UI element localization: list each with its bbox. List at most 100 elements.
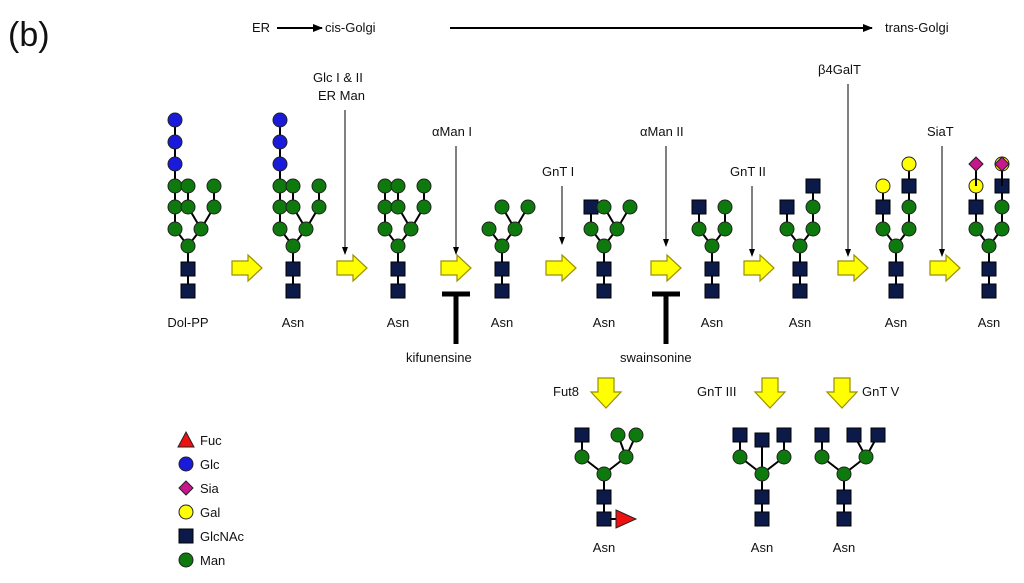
man-residue [167,199,183,215]
inhibitor-swainsonine: swainsonine [620,350,692,365]
glcnac-residue [875,199,891,215]
glcnac-residue [814,427,830,443]
man-residue [596,199,612,215]
glcnac-residue [754,489,770,505]
branch-structure-label-gnt5: Asn [833,540,855,555]
man-residue [390,178,406,194]
arrow-gnt3 [753,377,787,409]
legend-item-glc: Glc [178,456,220,472]
structure-label-1: Dol-PP [167,315,208,330]
glc-residue [167,156,183,172]
glcnac-residue [390,283,406,299]
glcnac-residue [805,178,821,194]
glcnac-residue [285,283,301,299]
man-residue [792,238,808,254]
enzyme-glc-line1: Glc I & II [313,70,363,85]
sia-residue [968,156,984,172]
man-residue [285,199,301,215]
branch-gnt3: GnT III [697,384,737,399]
glcnac-residue [836,511,852,527]
enzyme-glc-line2: ER Man [318,88,365,103]
structure-label-2: Asn [282,315,304,330]
man-residue [390,238,406,254]
gal-residue [901,156,917,172]
man-residue [167,178,183,194]
structure-label-5: Asn [593,315,615,330]
man-residue [610,427,626,443]
man-residue [875,221,891,237]
glcnac-residue [901,178,917,194]
man-residue [609,221,625,237]
man-residue [574,449,590,465]
legend-glcnac-icon [178,528,194,544]
glycan-gal2 [875,156,917,299]
enzyme-siat: SiaT [927,124,954,139]
man-residue [717,221,733,237]
legend-gal-icon [178,504,194,520]
man-residue [717,199,733,215]
glcnac-residue [596,283,612,299]
arrow-4 [545,253,577,283]
arrow-1 [231,253,263,283]
legend-label: Man [200,553,225,568]
swainsonine-inhibition-bar [652,291,680,344]
glcnac-residue [888,283,904,299]
man-residue [994,221,1010,237]
enzyme-gnt2: GnT II [730,164,766,179]
man-residue [981,238,997,254]
trans-golgi-label: trans-Golgi [885,20,949,35]
man-residue [494,199,510,215]
glcnac-residue [574,427,590,443]
glycan-gnt3-product [732,427,792,527]
man-residue [507,221,523,237]
enzyme-gnt1: GnT I [542,164,574,179]
man-residue [968,221,984,237]
man-residue [390,199,406,215]
structure-label-3: Asn [387,315,409,330]
branch-fut8: Fut8 [553,384,579,399]
man-residue [901,199,917,215]
branch-structure-label-gnt3: Asn [751,540,773,555]
man-residue [520,199,536,215]
enzyme-aman2: αMan II [640,124,684,139]
glycan-man9 [377,178,432,299]
glycan-gn2-man3 [779,178,821,299]
glcnac-residue [390,261,406,277]
glc-residue [272,156,288,172]
man-residue [377,178,393,194]
kifunensine-inhibition-bar [442,291,470,344]
glcnac-residue [754,432,770,448]
legend-item-man: Man [178,552,225,568]
structure-label-4: Asn [491,315,513,330]
man-residue [901,221,917,237]
gal-residue [875,178,891,194]
man-residue [754,466,770,482]
glcnac-residue [981,261,997,277]
glycan-glc3man9 [272,112,327,299]
branch-gnt5: GnT V [862,384,900,399]
legend-label: GlcNAc [200,529,245,544]
man-residue [779,221,795,237]
man-residue [994,199,1010,215]
man-residue [618,449,634,465]
legend-fuc-icon [177,430,195,448]
inhibitor-kifunensine: kifunensine [406,350,472,365]
legend-man-icon [178,552,194,568]
glc-residue [167,134,183,150]
glcnac-residue [754,511,770,527]
man-residue [180,199,196,215]
glcnac-residue [596,261,612,277]
man-residue [805,221,821,237]
glcnac-residue [776,427,792,443]
arrow-gnt5 [825,377,859,409]
man-residue [583,221,599,237]
glcnac-residue [792,261,808,277]
arrow-3 [440,253,472,283]
glcnac-residue [596,511,612,527]
glcnac-residue [494,261,510,277]
man-residue [167,221,183,237]
glcnac-residue [494,283,510,299]
glycan-gn-man3 [691,199,733,299]
glc-residue [167,112,183,128]
